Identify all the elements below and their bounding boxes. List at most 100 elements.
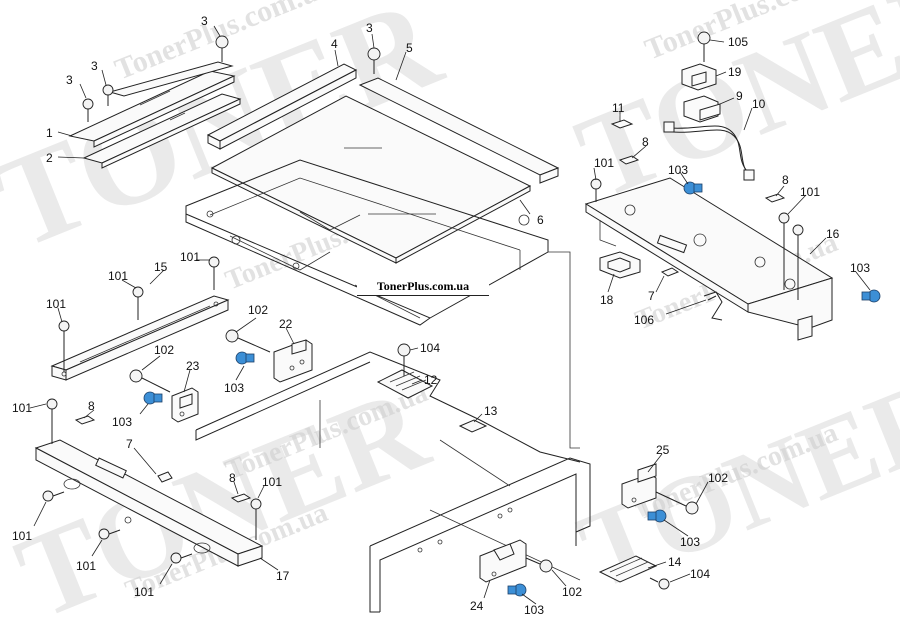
screw-101-l8 bbox=[250, 498, 262, 540]
part-16-plate bbox=[584, 177, 834, 341]
part-17-frame bbox=[34, 439, 264, 567]
callout-12: 12 bbox=[424, 373, 438, 387]
callout-8b: 8 bbox=[229, 471, 236, 485]
callout-23: 23 bbox=[186, 359, 200, 373]
site-label: TonerPlus.com.ua bbox=[357, 278, 489, 296]
callout-101j: 101 bbox=[134, 585, 154, 599]
callout-25: 25 bbox=[656, 443, 670, 457]
callout-104b: 104 bbox=[690, 567, 710, 581]
screw-3c bbox=[82, 98, 94, 122]
callout-101b: 101 bbox=[800, 185, 820, 199]
callout-14: 14 bbox=[668, 555, 682, 569]
screw-102a bbox=[225, 329, 271, 353]
callout-103f: 103 bbox=[524, 603, 544, 617]
part-1-guide bbox=[68, 70, 236, 148]
callout-101d: 101 bbox=[108, 269, 128, 283]
callout-10: 10 bbox=[752, 97, 766, 111]
leader-lines bbox=[29, 25, 871, 605]
screw-101-l6 bbox=[98, 528, 121, 540]
part-22-bracket bbox=[273, 339, 313, 383]
part-18-holder bbox=[599, 251, 641, 279]
callout-101g: 101 bbox=[262, 475, 282, 489]
blue-screw-103-c bbox=[235, 351, 255, 365]
part-13-pad bbox=[458, 419, 488, 433]
callout-8a: 8 bbox=[88, 399, 95, 413]
blue-screw-103-b bbox=[861, 289, 881, 303]
callout-19: 19 bbox=[728, 65, 742, 79]
callout-101f: 101 bbox=[12, 401, 32, 415]
callout-103e: 103 bbox=[680, 535, 700, 549]
callout-22: 22 bbox=[279, 317, 293, 331]
callout-101a: 101 bbox=[594, 156, 614, 170]
part-14-plate bbox=[598, 555, 658, 583]
screw-102b bbox=[129, 369, 171, 393]
callout-101h: 101 bbox=[12, 529, 32, 543]
screw-105 bbox=[697, 31, 711, 62]
part-19-bracket bbox=[681, 63, 717, 91]
part-5-rail bbox=[358, 77, 560, 184]
callout-104a: 104 bbox=[420, 341, 440, 355]
blue-screw-103-e bbox=[647, 509, 667, 523]
callout-103d: 103 bbox=[112, 415, 132, 429]
callout-3b: 3 bbox=[91, 59, 98, 73]
callout-7b: 7 bbox=[648, 289, 655, 303]
part-7-pad-right bbox=[660, 267, 680, 277]
part-2-strip bbox=[82, 93, 242, 169]
callout-3c: 3 bbox=[66, 73, 73, 87]
screw-3a bbox=[215, 35, 229, 62]
callout-11: 11 bbox=[612, 101, 625, 115]
screw-101-l3 bbox=[58, 320, 70, 372]
blue-screw-103-d bbox=[143, 391, 163, 405]
callout-102b: 102 bbox=[154, 343, 174, 357]
callout-6: 6 bbox=[537, 213, 544, 227]
screw-3b bbox=[102, 84, 114, 106]
callout-3d: 3 bbox=[366, 21, 373, 35]
callout-5: 5 bbox=[406, 41, 413, 55]
callout-24: 24 bbox=[470, 599, 484, 613]
screw-102d bbox=[525, 557, 553, 573]
callout-101c: 101 bbox=[180, 250, 200, 264]
part-106-spring bbox=[703, 291, 723, 321]
callout-17: 17 bbox=[276, 569, 290, 583]
screws bbox=[42, 31, 804, 590]
screw-101-l2 bbox=[132, 286, 144, 320]
callout-16: 16 bbox=[826, 227, 840, 241]
callout-103b: 103 bbox=[850, 261, 870, 275]
part-3-strip-top bbox=[108, 61, 234, 97]
screw-101-r3 bbox=[792, 224, 804, 300]
callout-2: 2 bbox=[46, 151, 53, 165]
callout-102c: 102 bbox=[708, 471, 728, 485]
callout-9: 9 bbox=[736, 89, 743, 103]
part-4-rail bbox=[206, 63, 358, 150]
part-10-harness bbox=[663, 121, 755, 181]
screw-101-l4 bbox=[46, 398, 58, 444]
callout-7a: 7 bbox=[126, 437, 133, 451]
callout-3a: 3 bbox=[201, 14, 208, 28]
part-7-pad-left bbox=[157, 471, 173, 483]
callout-8c: 8 bbox=[642, 135, 649, 149]
callout-labels: 1 2 3 3 3 3 4 5 6 7 7 8 8 8 8 9 10 11 12… bbox=[12, 14, 870, 617]
part-8-small-right bbox=[618, 155, 786, 203]
callout-13: 13 bbox=[484, 404, 498, 418]
part-24-bracket bbox=[479, 539, 527, 583]
screw-101-l7 bbox=[170, 552, 193, 564]
part-9-sensor bbox=[683, 95, 721, 123]
callout-101i: 101 bbox=[76, 559, 96, 573]
part-8-small-left bbox=[74, 415, 252, 503]
callout-103c: 103 bbox=[224, 381, 244, 395]
callout-102a: 102 bbox=[248, 303, 268, 317]
screw-102c bbox=[655, 491, 699, 515]
blue-screw-103-f bbox=[507, 583, 527, 597]
callout-106: 106 bbox=[634, 313, 654, 327]
callout-105: 105 bbox=[728, 35, 748, 49]
part-25-bracket bbox=[621, 463, 657, 509]
blue-screw-103-a bbox=[683, 181, 703, 195]
screw-101-l5 bbox=[42, 490, 65, 502]
callout-8d: 8 bbox=[782, 173, 789, 187]
callout-102d: 102 bbox=[562, 585, 582, 599]
part-23-bracket bbox=[171, 387, 199, 423]
part-12-plate bbox=[376, 369, 434, 399]
callout-4: 4 bbox=[331, 37, 338, 51]
